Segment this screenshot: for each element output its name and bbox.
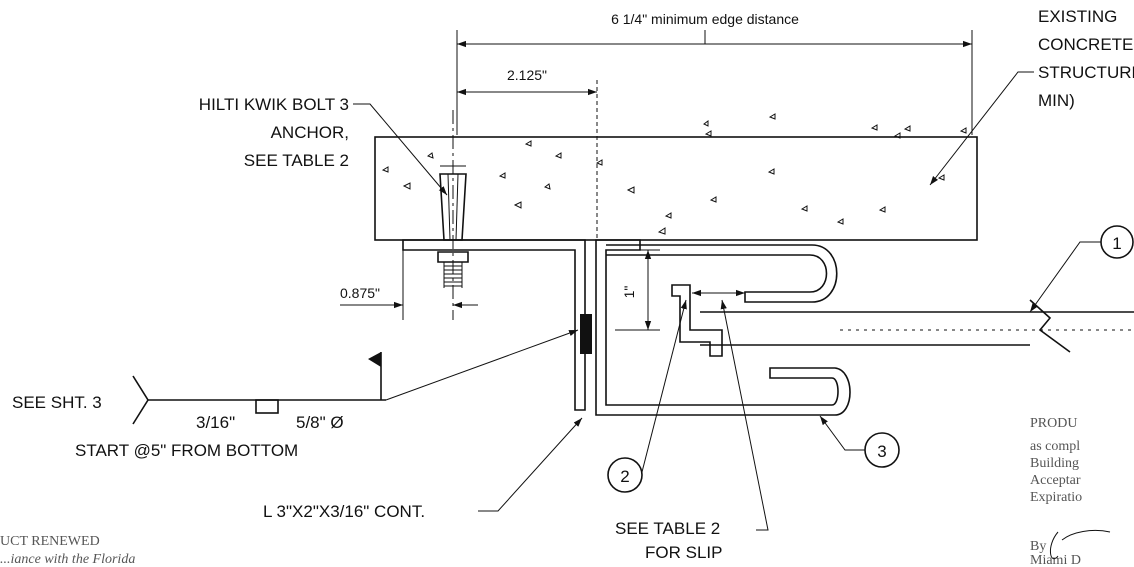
callout-2-label: 2	[620, 467, 629, 486]
anchor-label-line3: SEE TABLE 2	[244, 151, 349, 170]
slip-label-line2: FOR SLIP	[645, 543, 722, 562]
slip-clip	[595, 239, 851, 416]
dimension-edge-distance: 6 1/4" minimum edge distance	[456, 11, 973, 135]
right-stamp-line4: Acceptar	[1030, 473, 1081, 488]
callout-1-label: 1	[1112, 234, 1121, 253]
callout-1: 1	[1029, 225, 1134, 313]
anchor-label-line2: ANCHOR,	[271, 123, 349, 142]
weld-bead	[580, 314, 592, 354]
steel-angle	[402, 239, 592, 411]
existing-line1: EXISTING	[1038, 7, 1117, 26]
weld-start-label: START @5" FROM BOTTOM	[75, 441, 298, 460]
dimension-height-1: 1"	[615, 249, 660, 331]
right-stamp-line5: Expiratio	[1030, 490, 1082, 505]
height-1-label: 1"	[621, 286, 637, 299]
right-stamp-line7: Miami D	[1030, 553, 1081, 567]
dimension-anchor-offset: 2.125"	[457, 67, 598, 240]
callout-3: 3	[819, 415, 900, 468]
existing-concrete-label: EXISTING CONCRETE STRUCTURE MIN)	[929, 7, 1134, 186]
right-stamp-line6: By	[1030, 539, 1046, 554]
angle-offset-label: 0.875"	[340, 285, 380, 301]
edge-distance-label: 6 1/4" minimum edge distance	[611, 11, 799, 27]
angle-label-text: L 3"X2"X3/16" CONT.	[263, 502, 425, 521]
slip-label-line1: SEE TABLE 2	[615, 519, 720, 538]
slip-label: SEE TABLE 2 FOR SLIP	[615, 299, 769, 562]
anchor-label: HILTI KWIK BOLT 3 ANCHOR, SEE TABLE 2	[199, 95, 448, 196]
member-1	[700, 299, 1134, 353]
right-stamp-line3: Building	[1030, 456, 1079, 471]
anchor-offset-label: 2.125"	[507, 67, 547, 83]
weld-symbol: SEE SHT. 3 3/16" 5/8" Ø START @5" FROM B…	[12, 329, 579, 460]
anchor-bolt	[437, 110, 469, 320]
existing-line2: CONCRETE	[1038, 35, 1133, 54]
existing-line3: STRUCTURE	[1038, 63, 1134, 82]
concrete-slab	[374, 113, 978, 241]
aggregate-marks	[381, 113, 967, 235]
dimension-angle-offset: 0.875"	[340, 250, 478, 320]
left-stamp-line2: ...iance with the Florida	[0, 552, 135, 567]
angle-label: L 3"X2"X3/16" CONT.	[263, 417, 583, 521]
weld-dia-label: 5/8" Ø	[296, 413, 344, 432]
callout-3-label: 3	[877, 442, 886, 461]
right-stamp: PRODU as compl Building Acceptar Expirat…	[1030, 416, 1111, 567]
left-stamp-line1: UCT RENEWED	[0, 534, 100, 549]
existing-line4: MIN)	[1038, 91, 1075, 110]
callout-2: 2	[607, 299, 687, 493]
signature-mark	[1050, 529, 1111, 559]
left-stamp: UCT RENEWED ...iance with the Florida	[0, 534, 135, 567]
weld-size-label: 3/16"	[196, 413, 235, 432]
weld-ref-label: SEE SHT. 3	[12, 393, 102, 412]
right-stamp-line2: as compl	[1030, 439, 1080, 454]
right-stamp-line1: PRODU	[1030, 416, 1077, 431]
anchor-label-line1: HILTI KWIK BOLT 3	[199, 95, 349, 114]
